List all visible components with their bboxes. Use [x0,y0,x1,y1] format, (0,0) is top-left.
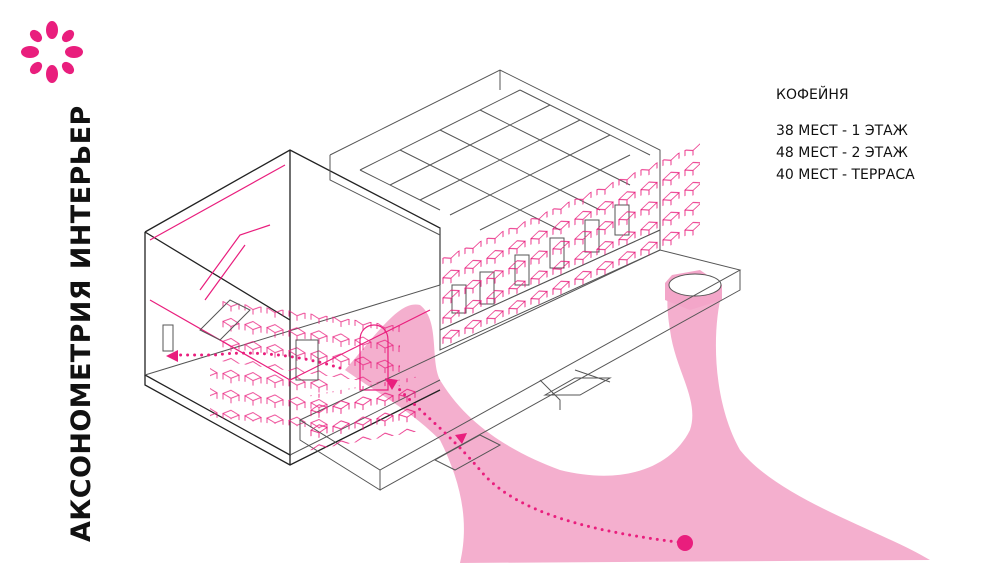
info-heading: КОФЕЙНЯ [776,87,849,103]
arrow-icon [385,378,398,390]
arrow-icon [455,433,467,444]
interior-block [144,149,441,466]
info-line-terrace: 40 МЕСТ - ТЕРРАСА [776,167,915,183]
route-start-point [677,535,693,551]
info-line-floor-1: 38 МЕСТ - 1 ЭТАЖ [776,123,908,139]
visitor-flow-area [345,280,930,563]
info-block: КОФЕЙНЯ 38 МЕСТ - 1 ЭТАЖ 48 МЕСТ - 2 ЭТА… [776,84,915,186]
arrow-icon [166,350,178,362]
column-top-ellipse [668,273,722,297]
flower-logo-icon [21,21,83,83]
entry-route [166,350,693,551]
info-line-floor-2: 48 МЕСТ - 2 ЭТАЖ [776,145,908,161]
terrace [298,143,742,491]
